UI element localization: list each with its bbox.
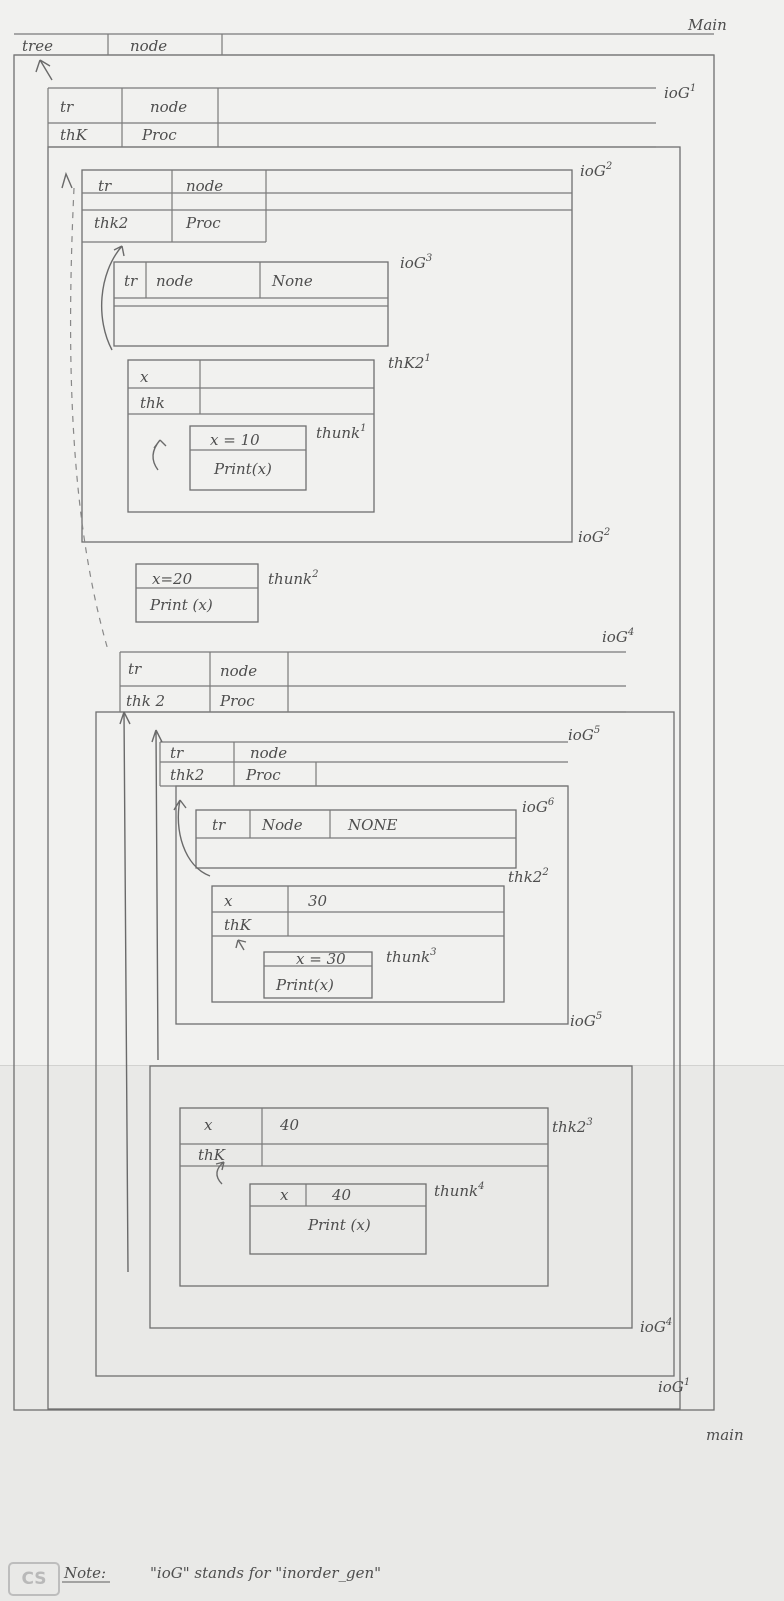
label-iog4-bottom: ioG4: [640, 1317, 672, 1336]
main-var-tree: tree: [22, 37, 53, 55]
thunk4-val-40: 40: [331, 1186, 352, 1204]
thunk4-var-x: x: [280, 1186, 289, 1204]
iog6-var-tr: tr: [212, 816, 226, 834]
frame-thk2-3: x 40 thK thk23: [179, 1107, 593, 1287]
thk2-1-var-x: x: [140, 368, 149, 386]
iog6-val-none: NONE: [347, 816, 398, 834]
note-text: "ioG" stands for "inorder_gen": [150, 1564, 381, 1582]
frame-thunk1: x = 10 Print(x) thunk1: [189, 423, 366, 491]
iog1-var-thk: thK: [60, 126, 88, 144]
iog3-val-node: node: [156, 272, 193, 290]
label-thunk2: thunk2: [268, 569, 318, 588]
frame-iog3: tr node None ioG3: [113, 253, 432, 347]
thunk1-line-1: x = 10: [210, 431, 260, 449]
iog6-val-node: Node: [261, 816, 303, 834]
label-thunk3: thunk3: [386, 947, 436, 966]
iog2-var-thk2: thk2: [94, 214, 128, 232]
thk2-3-val-40: 40: [279, 1116, 300, 1134]
frame-iog4-inner: [149, 1065, 633, 1329]
label-main-top: Main: [687, 16, 727, 34]
frame-iog5: tr node thk2 Proc ioG5 ioG5: [159, 725, 602, 1030]
frame-thunk4: x 40 Print (x) thunk4: [249, 1181, 484, 1255]
thk2-2-var-x: x: [224, 892, 233, 910]
label-iog6: ioG6: [522, 797, 555, 816]
thunk2-line-2: Print (x): [149, 596, 213, 614]
iog5-val-node: node: [250, 744, 287, 762]
label-thk2-3: thk23: [552, 1117, 593, 1136]
paper-sheet-bottom: [0, 1065, 784, 1601]
frame-thk2-1: x thk thK21: [127, 353, 431, 513]
iog1-val-proc: Proc: [141, 126, 177, 144]
label-iog5-bottom: ioG5: [570, 1011, 602, 1030]
thk2-1-var-thk: thk: [140, 394, 165, 412]
iog3-var-tr: tr: [124, 272, 138, 290]
thk2-2-val-30: 30: [308, 892, 328, 910]
label-iog4-top: ioG4: [602, 627, 634, 646]
note-footer: Note: "ioG" stands for "inorder_gen": [62, 1564, 381, 1583]
frame-thunk2: x=20 Print (x) thunk2: [135, 563, 318, 623]
iog1-val-node: node: [150, 98, 187, 116]
frame-thk2-2: x 30 thK thk22: [211, 867, 549, 1003]
iog5-var-thk2: thk2: [170, 766, 204, 784]
label-iog1-bottom: ioG1: [658, 1377, 690, 1396]
frame-iog4: tr node thk 2 Proc ioG4 ioG4: [95, 627, 675, 1377]
iog4-var-thk2: thk 2: [126, 692, 165, 710]
label-iog1-top: ioG1: [664, 83, 696, 102]
iog5-val-proc: Proc: [245, 766, 281, 784]
frame-iog6: tr Node NONE ioG6: [195, 797, 555, 869]
label-iog2-bottom: ioG2: [578, 527, 610, 546]
iog3-val-none: None: [271, 272, 313, 290]
iog2-val-node: node: [186, 177, 223, 195]
label-thk2-2: thk22: [508, 867, 549, 886]
iog1-var-tr: tr: [60, 98, 74, 116]
thunk2-line-1: x=20: [152, 570, 193, 588]
label-thunk1: thunk1: [316, 423, 366, 442]
thunk1-line-2: Print(x): [213, 460, 272, 478]
frame-iog2: tr node thk2 Proc ioG2 ioG2: [81, 161, 612, 546]
frame-thunk3: x = 30 Print(x) thunk3: [263, 947, 436, 999]
thk2-2-var-thk: thK: [224, 916, 252, 934]
thunk3-line-1: x = 30: [296, 950, 346, 968]
iog5-var-tr: tr: [170, 744, 184, 762]
iog4-val-proc: Proc: [219, 692, 255, 710]
label-thunk4: thunk4: [434, 1181, 484, 1200]
thk2-3-var-thk: thK: [198, 1146, 226, 1164]
pointer-arrows: [35, 59, 247, 1273]
label-iog5-top: ioG5: [568, 725, 600, 744]
thk2-3-var-x: x: [204, 1116, 213, 1134]
label-iog2-top: ioG2: [580, 161, 612, 180]
note-title: Note:: [63, 1564, 106, 1582]
iog2-val-proc: Proc: [185, 214, 221, 232]
main-val-node: node: [130, 37, 167, 55]
label-iog3: ioG3: [400, 253, 432, 272]
paper-sheet-top: [0, 0, 784, 1065]
iog4-var-tr: tr: [128, 660, 142, 678]
label-thk2-1: thK21: [388, 353, 431, 372]
thunk3-line-2: Print(x): [275, 976, 334, 994]
iog4-val-node: node: [220, 662, 257, 680]
scanner-watermark-logo: CS: [8, 1562, 60, 1596]
thunk4-line-1: Print (x): [307, 1216, 371, 1234]
frame-iog1: tr node thK Proc ioG1 ioG1: [47, 83, 696, 1410]
frame-main: tree node Main main: [13, 16, 744, 1444]
iog2-var-tr: tr: [98, 177, 112, 195]
label-main-bottom: main: [706, 1426, 744, 1444]
